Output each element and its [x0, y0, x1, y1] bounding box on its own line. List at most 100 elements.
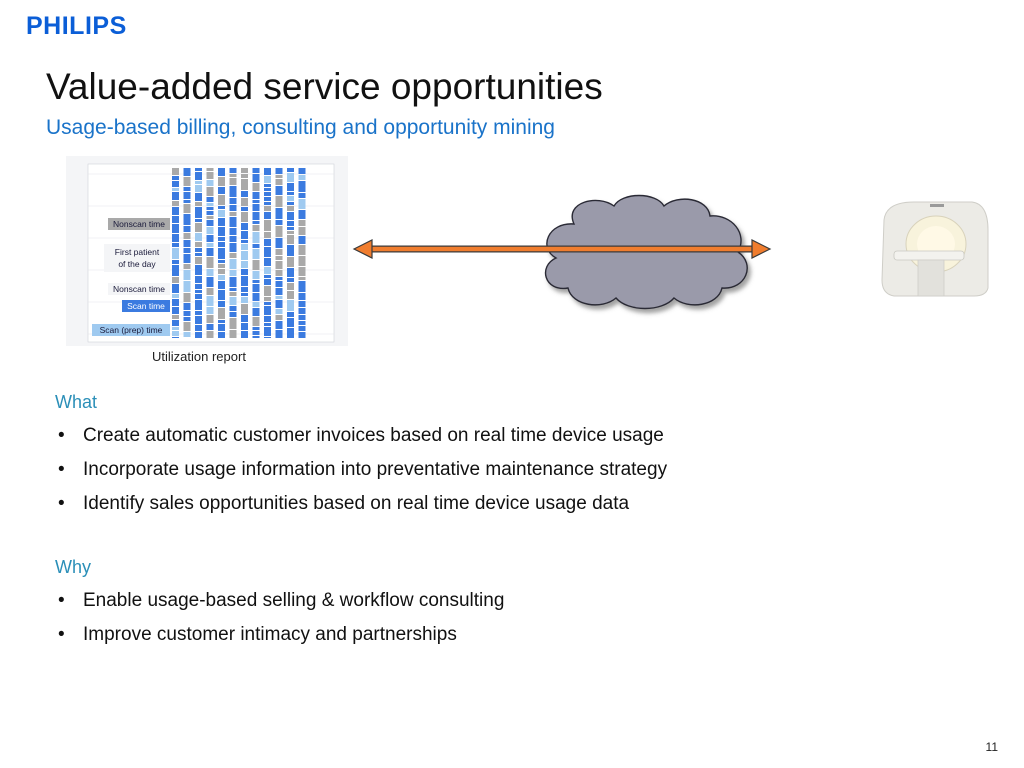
usage-segment [195, 253, 202, 256]
usage-segment [218, 324, 225, 331]
usage-segment [195, 172, 202, 180]
usage-segment [206, 172, 214, 179]
usage-segment [172, 265, 179, 276]
usage-segment [218, 248, 225, 259]
usage-segment [241, 276, 248, 286]
nonscan-top-box [108, 218, 170, 230]
usage-segment [172, 181, 179, 187]
usage-segment [264, 184, 271, 187]
usage-segment [264, 192, 271, 196]
usage-segment [298, 332, 306, 338]
usage-segment [195, 316, 202, 324]
usage-segment [229, 205, 237, 211]
usage-segment [298, 210, 306, 219]
usage-segment [298, 245, 306, 255]
usage-segment [195, 223, 202, 232]
usage-segment [264, 286, 271, 296]
usage-segment [206, 277, 214, 287]
usage-segment [298, 181, 306, 192]
usage-segment [195, 248, 202, 252]
why-item: •Improve customer intimacy and partnersh… [58, 624, 457, 646]
usage-segment [172, 176, 179, 180]
usage-segment [252, 168, 260, 173]
usage-segment [241, 244, 248, 250]
usage-segment [287, 231, 294, 234]
usage-segment [183, 177, 191, 186]
usage-segment [172, 320, 179, 326]
usage-segment [252, 212, 260, 220]
chart-columns [172, 168, 306, 338]
usage-segment [298, 220, 306, 226]
usage-segment [172, 307, 179, 314]
usage-segment [218, 269, 225, 274]
usage-segment [241, 223, 248, 230]
usage-segment [206, 180, 214, 186]
usage-segment [287, 235, 294, 244]
usage-segment [287, 318, 294, 327]
usage-segment [183, 200, 191, 203]
usage-segment [275, 321, 283, 329]
usage-segment [172, 207, 179, 215]
usage-segment [275, 196, 283, 207]
usage-segment [287, 206, 294, 211]
usage-segment [287, 173, 294, 182]
usage-segment [252, 308, 260, 316]
usage-segment [252, 221, 260, 224]
usage-segment [229, 236, 237, 242]
usage-segment [183, 264, 191, 269]
nonscan-bottom-box [108, 283, 170, 295]
usage-segment [229, 306, 237, 311]
usage-segment [275, 179, 283, 185]
usage-segment [252, 183, 260, 191]
usage-segment [229, 292, 237, 296]
usage-segment [206, 187, 214, 196]
usage-segment [264, 206, 271, 211]
usage-segment [206, 243, 214, 247]
usage-segment [195, 219, 202, 222]
why-item: •Enable usage-based selling & workflow c… [58, 590, 504, 612]
usage-segment [252, 327, 260, 330]
scan-prep-box [92, 324, 170, 336]
usage-segment [264, 323, 271, 326]
usage-segment [229, 330, 237, 338]
usage-segment [298, 227, 306, 235]
why-item-text: Enable usage-based selling & workflow co… [83, 590, 505, 611]
usage-segment [229, 288, 237, 291]
usage-segment [298, 308, 306, 314]
usage-segment [241, 207, 248, 211]
usage-segment [287, 221, 294, 226]
usage-segment [264, 297, 271, 301]
usage-segment [172, 277, 179, 283]
usage-segment [241, 231, 248, 239]
what-heading: What [55, 392, 98, 412]
usage-segment [172, 315, 179, 319]
what-item-text: Incorporate usage information into preve… [83, 459, 668, 480]
usage-segment [195, 290, 202, 293]
usage-segment [172, 243, 179, 247]
why-item-text: Improve customer intimacy and partnershi… [83, 624, 457, 645]
usage-segment [229, 318, 237, 329]
usage-segment [275, 270, 283, 276]
usage-segment [195, 257, 202, 264]
usage-segment [252, 302, 260, 307]
usage-segment [218, 332, 225, 338]
usage-segment [241, 304, 248, 314]
usage-segment [218, 206, 225, 209]
nonscan-bottom-label: Nonscan time [113, 284, 165, 294]
usage-segment [195, 181, 202, 184]
slide-title: Value-added service opportunities [46, 66, 603, 107]
usage-segment [264, 327, 271, 336]
double-arrow [352, 239, 772, 259]
usage-segment [206, 269, 214, 276]
page-number: 11 [985, 740, 998, 754]
usage-segment [206, 227, 214, 234]
usage-segment [229, 297, 237, 305]
what-item: •Incorporate usage information into prev… [58, 459, 667, 481]
usage-segment [264, 188, 271, 191]
usage-segment [206, 257, 214, 268]
chart-caption: Utilization report [152, 349, 246, 364]
usage-segment [229, 259, 237, 269]
usage-segment [206, 288, 214, 295]
first-patient-label-2: of the day [118, 259, 156, 269]
usage-segment [241, 331, 248, 338]
